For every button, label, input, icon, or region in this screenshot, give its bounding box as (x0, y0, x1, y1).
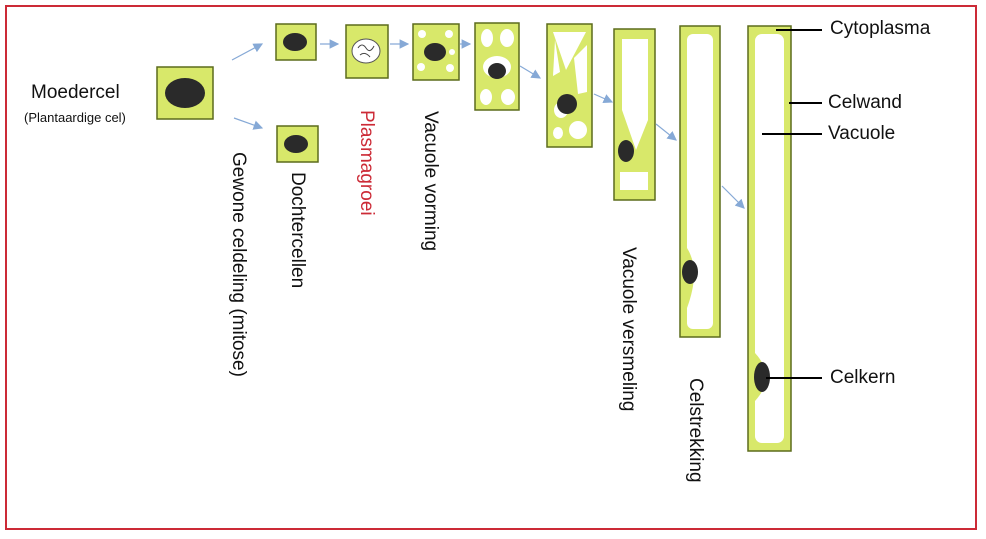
vacuole-growth-cell (474, 22, 520, 111)
cell-wall-label: Celwand (828, 92, 902, 113)
arrow-to-fusing-cell (519, 65, 542, 79)
arrow-to-elongating-cell (655, 123, 677, 141)
vacuole-formation-label: Vacuole vorming (420, 111, 441, 252)
vacuole-merged-cell (613, 28, 656, 201)
mother-cell-sublabel: (Plantaardige cel) (24, 110, 126, 125)
vacuole-label: Vacuole (828, 123, 896, 144)
vacuole-fusion-label: Vacuole versmeling (618, 247, 639, 412)
daughter-cell-bottom (276, 125, 319, 163)
arrow-to-merged-cell (593, 93, 614, 103)
plasma-growth-cell (345, 24, 389, 79)
mother-cell-nucleus (165, 78, 205, 108)
vacuole-formation-cell (412, 23, 460, 81)
mitosis-label: Gewone celdeling (mitose) (228, 152, 249, 377)
arrow-mother-to-top (231, 43, 264, 61)
elongating-cell (679, 25, 721, 338)
vacuole-fusing-cell (546, 23, 593, 148)
final-elongated-cell (747, 25, 792, 452)
cytoplasm-label: Cytoplasma (830, 18, 931, 39)
mother-cell-label: Moedercel (31, 82, 120, 103)
daughter-cells-label: Dochtercellen (287, 172, 308, 289)
plasma-growth-label: Plasmagroei (356, 110, 377, 216)
mother-cell (156, 66, 214, 120)
cell-elongation-label: Celstrekking (685, 378, 706, 483)
arrow-mother-to-bottom (233, 117, 264, 130)
diagram-frame (5, 5, 977, 530)
daughter-cell-top (275, 23, 317, 61)
nucleus-label: Celkern (830, 367, 896, 388)
arrow-to-final-cell (721, 185, 745, 209)
